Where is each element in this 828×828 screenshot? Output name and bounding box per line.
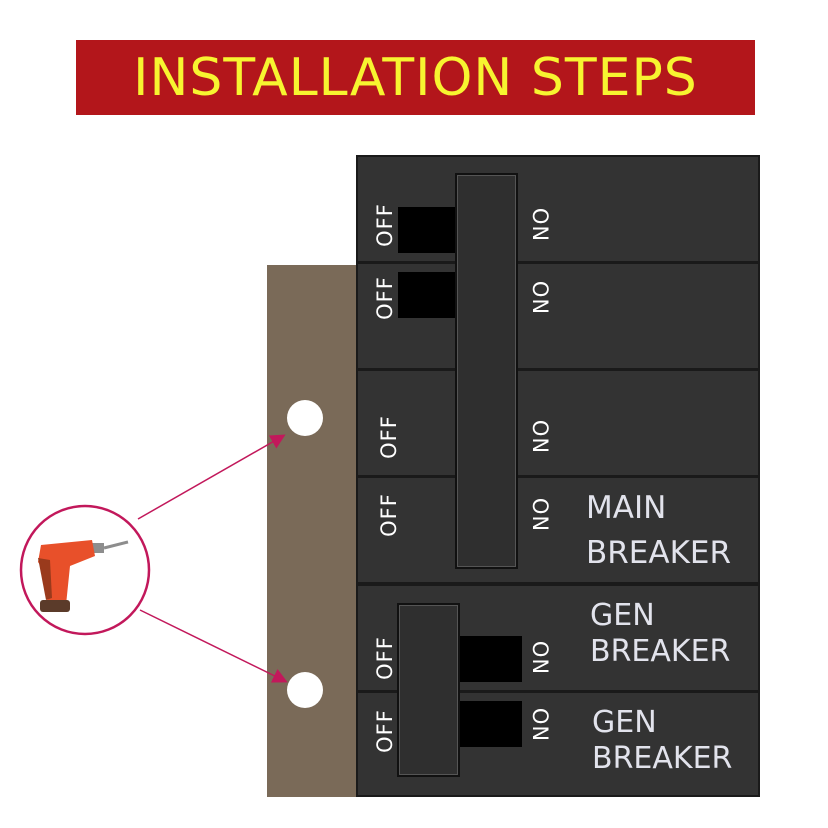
gen-breaker-1-line2: BREAKER <box>590 634 731 669</box>
main-breaker-label: MAIN BREAKER <box>586 486 731 576</box>
main-breaker-handle <box>455 173 518 569</box>
title-banner: INSTALLATION STEPS <box>76 40 755 115</box>
page-title: INSTALLATION STEPS <box>133 47 698 108</box>
mounting-hole-top <box>287 400 323 436</box>
mounting-plate <box>267 265 358 797</box>
drill-icon <box>38 540 129 612</box>
main-breaker-line2: BREAKER <box>586 534 732 571</box>
arrow-icon <box>137 434 286 520</box>
gen-breaker-2-line2: BREAKER <box>592 741 733 776</box>
gen-breaker-2-line1: GEN <box>592 705 657 740</box>
gen-breaker-label-2: GEN BREAKER <box>592 705 732 777</box>
switch-knob <box>460 636 522 682</box>
drill-circle <box>19 504 151 636</box>
mounting-hole-bottom <box>287 672 323 708</box>
gen-breaker-handle <box>397 603 460 777</box>
gen-breaker-1-line1: GEN <box>590 598 655 633</box>
main-breaker-line1: MAIN <box>586 490 667 526</box>
arrow-icon <box>139 609 288 683</box>
switch-knob <box>398 207 460 253</box>
breaker-slot-1: OFF ON <box>356 155 760 263</box>
breaker-slot-4: OFF ON MAIN BREAKER <box>356 476 760 584</box>
switch-knob <box>398 272 460 318</box>
gen-breaker-label-1: GEN BREAKER <box>590 598 730 670</box>
switch-knob <box>460 701 522 747</box>
